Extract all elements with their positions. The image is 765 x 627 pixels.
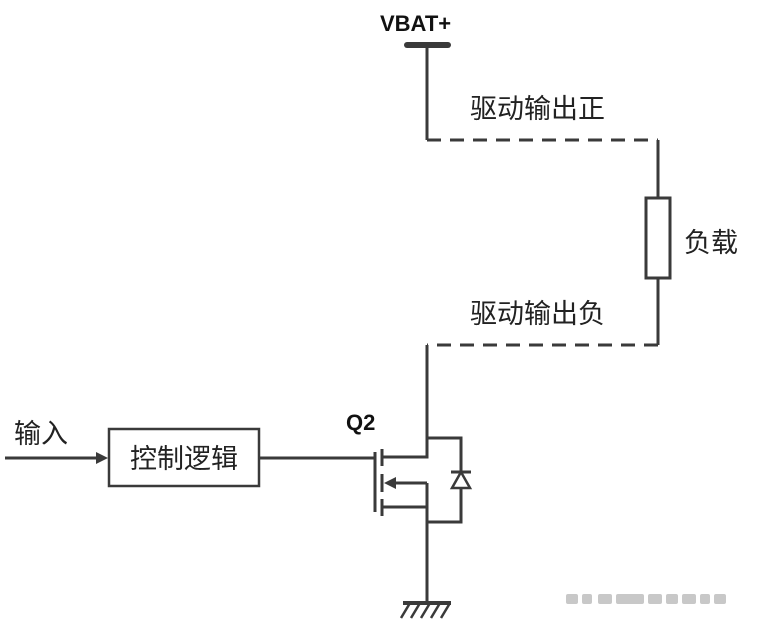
drive-out-neg-label: 驱动输出负 bbox=[470, 299, 605, 330]
vbat-label: VBAT+ bbox=[380, 11, 451, 36]
input-label: 输入 bbox=[14, 419, 68, 450]
control-logic-label: 控制逻辑 bbox=[130, 444, 238, 475]
drive-out-pos-label: 驱动输出正 bbox=[470, 94, 605, 125]
diode-bottom-wire bbox=[427, 488, 463, 524]
body-arrow-icon bbox=[384, 477, 396, 489]
load-label: 负载 bbox=[684, 228, 738, 259]
diode-icon bbox=[449, 469, 473, 490]
watermark bbox=[566, 594, 726, 604]
drain-connection bbox=[382, 435, 429, 459]
load-resistor bbox=[644, 196, 672, 280]
q2-label: Q2 bbox=[346, 410, 375, 435]
mosfet-q2: Q2 bbox=[346, 410, 473, 530]
control-logic-block bbox=[107, 427, 261, 488]
diode-top-wire bbox=[427, 436, 463, 472]
ground-icon bbox=[399, 601, 452, 619]
input-arrowhead bbox=[96, 452, 108, 464]
